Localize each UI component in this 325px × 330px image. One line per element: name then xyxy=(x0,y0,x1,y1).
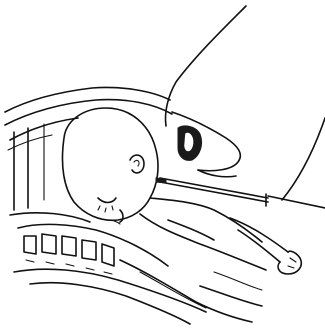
spine xyxy=(18,224,168,274)
needle xyxy=(156,178,325,208)
placenta-membrane xyxy=(172,112,240,177)
lower-tissue xyxy=(14,260,262,324)
fetus-head xyxy=(62,108,158,224)
abdominal-wall xyxy=(165,6,325,200)
